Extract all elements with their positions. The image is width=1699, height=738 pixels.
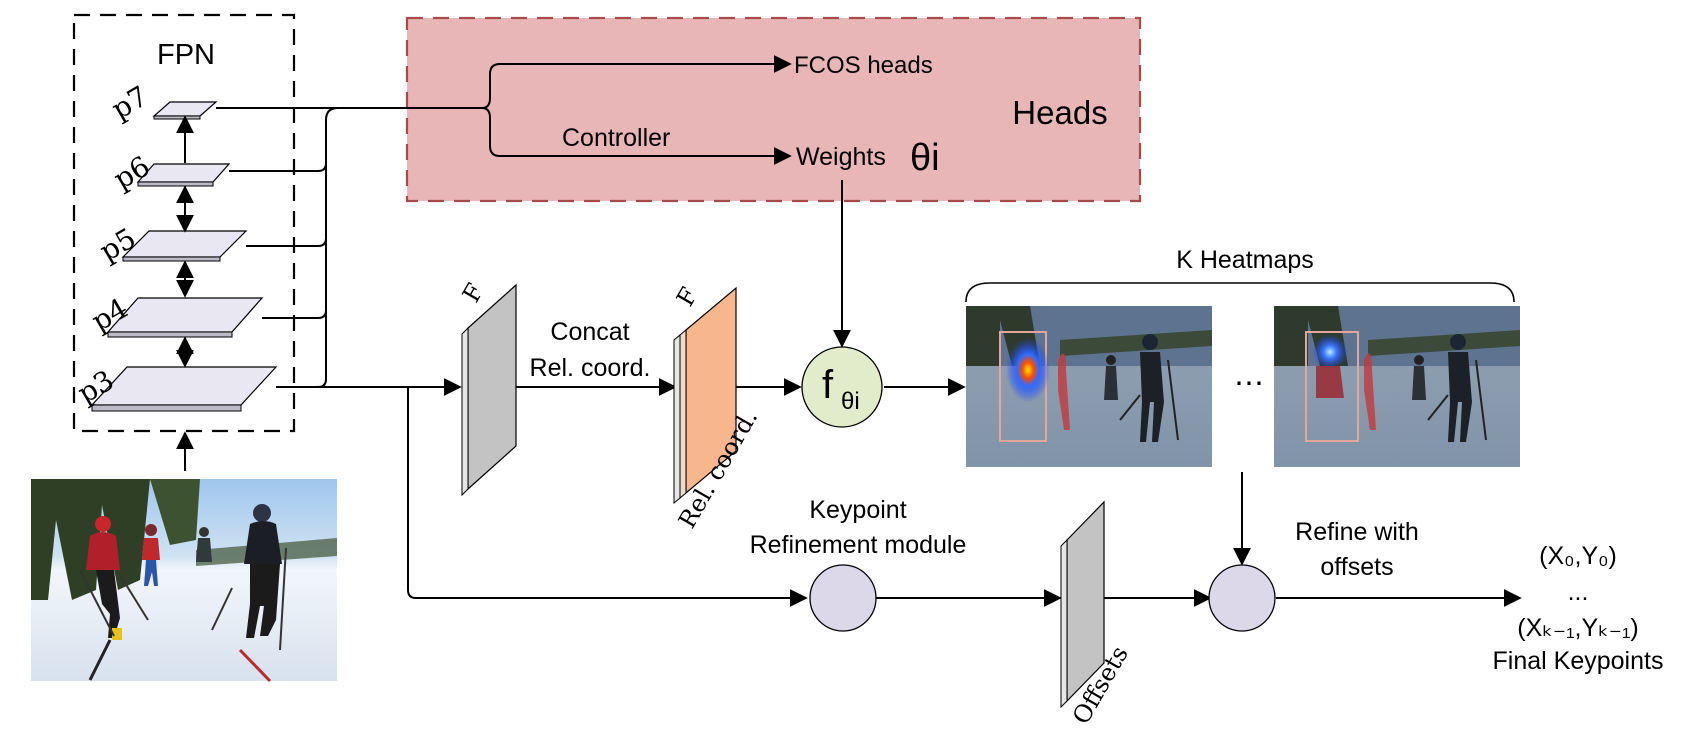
heads-title: Heads xyxy=(1012,94,1107,131)
dynamic-f-symbol: f xyxy=(822,363,834,407)
refinement-title-1: Keypoint xyxy=(809,496,906,524)
dynamic-f-subscript: θi xyxy=(841,388,860,415)
fcos-heads-label: FCOS heads xyxy=(794,52,933,79)
feature-map-f xyxy=(461,283,517,497)
fpn-plane-p3 xyxy=(90,366,278,412)
output-first-keypoint: (X₀,Y₀) xyxy=(1539,542,1617,570)
fpn-box xyxy=(72,13,296,433)
fpn-plane-p6 xyxy=(136,163,231,187)
feature-f-label: F xyxy=(457,279,490,307)
fpn-plane-p4 xyxy=(106,297,264,338)
fpn-plane-p7 xyxy=(152,101,218,120)
feature-f-label-2: F xyxy=(671,283,704,311)
input-image xyxy=(31,479,337,683)
dynamic-f-node xyxy=(801,346,883,428)
heatmap-image-k xyxy=(1274,306,1520,467)
refine-label-2: offsets xyxy=(1320,553,1393,581)
heatmaps-title: K Heatmaps xyxy=(1176,246,1314,274)
offsets-map xyxy=(1060,500,1105,709)
fpn-plane-p5 xyxy=(121,230,248,262)
heatmaps-brace xyxy=(965,282,1515,303)
fpn-level-label: p7 xyxy=(106,79,153,125)
fpn-title: FPN xyxy=(157,39,215,71)
fpn-level-label: p6 xyxy=(108,149,155,195)
refine-node xyxy=(1208,564,1276,632)
output-final-label: Final Keypoints xyxy=(1493,647,1664,675)
heatmap-image-1 xyxy=(966,306,1212,467)
heads-box xyxy=(405,16,1142,203)
refine-label-1: Refine with xyxy=(1295,518,1419,546)
relcoord-label: Rel. coord. xyxy=(530,354,651,382)
main-path xyxy=(276,180,1522,607)
weights-label: Weights xyxy=(796,143,886,171)
concat-feature-map xyxy=(673,286,737,505)
output-dots: ... xyxy=(1568,578,1589,606)
concat-label: Concat xyxy=(550,318,629,346)
theta-label: θi xyxy=(910,137,940,179)
refinement-module-node xyxy=(809,564,877,632)
heatmaps-ellipsis: ⋯ xyxy=(1234,367,1264,400)
controller-label: Controller xyxy=(562,124,670,152)
output-last-keypoint: (Xₖ₋₁,Yₖ₋₁) xyxy=(1517,614,1639,642)
refinement-title-2: Refinement module xyxy=(750,531,967,559)
